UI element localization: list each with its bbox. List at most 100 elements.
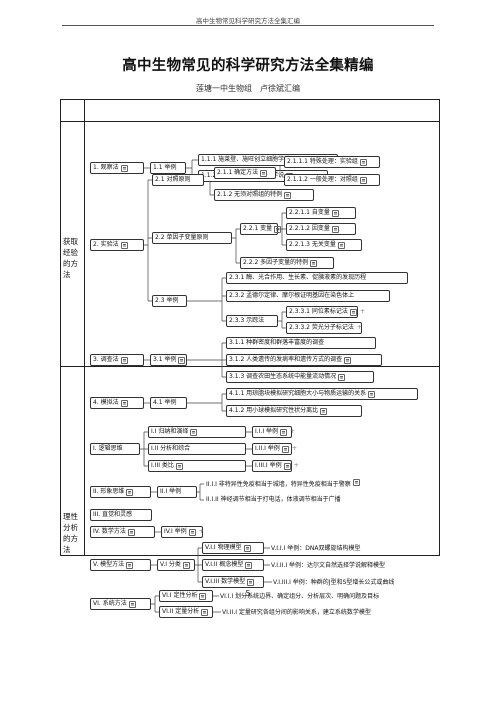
note-icon <box>349 308 357 316</box>
node-analogy[interactable]: I.III 类比 <box>148 460 246 472</box>
node-determine-method[interactable]: 2.1.1 确定方法 <box>214 167 276 179</box>
node-fluorescent-labeling[interactable]: 2.3.3.2 荧光分子标记法+ <box>286 322 362 334</box>
expand-icon[interactable]: + <box>356 324 362 331</box>
note-icon <box>283 462 291 470</box>
node-label: IV.I 举例 <box>164 528 187 535</box>
note-icon <box>128 600 136 608</box>
node-observation-method[interactable]: 1. 观察法 <box>90 162 144 174</box>
page-subtitle: 莲塘一中生物组 卢徐斌汇编 <box>196 84 300 93</box>
expand-icon[interactable]: + <box>198 528 204 535</box>
node-imagery-examples[interactable]: II.I 举例 <box>157 486 197 498</box>
note-icon <box>281 445 289 453</box>
node-variables[interactable]: 2.2.1 变量 <box>240 223 282 235</box>
node-mathematical-method[interactable]: IV. 数学方法 <box>90 526 155 538</box>
node-intuition-inspiration[interactable]: III. 直觉和灵感 <box>90 509 152 521</box>
node-system-method[interactable]: VI. 系统方法 <box>90 598 151 610</box>
node-experiment-method[interactable]: 2. 实验法 <box>90 239 144 251</box>
node-isotope-labeling[interactable]: 2.3.3.1 同位素标记法 + <box>286 306 365 318</box>
node-analogy-examples[interactable]: I.III.I 举例+ <box>252 460 299 472</box>
node-induction-deduction[interactable]: I.I 归纳和演绎 <box>148 426 246 438</box>
node-model-method[interactable]: V. 模型方法 <box>90 559 151 571</box>
node-mendel-morgan[interactable]: 2.3.2 孟德尔定律、摩尔根证明基因在染色体上 <box>226 290 390 302</box>
expand-icon[interactable]: + <box>290 428 296 435</box>
node-label: III. 直觉和灵感 <box>93 511 133 518</box>
note-icon <box>331 209 339 217</box>
node-dependent-variable[interactable]: 2.2.1.2 因变量 <box>286 223 356 235</box>
node-quantitative-analysis[interactable]: VI.II 定量分析 <box>159 606 213 618</box>
node-label: 4.1 举例 <box>153 399 177 406</box>
node-label: V.I.II.I 举例：达尔文自然选择学说解释模型 <box>271 562 386 569</box>
node-label: 4.1.2 用小球模拟研究性状分离比 <box>229 407 319 414</box>
node-regulation-analogy: II.I.II 神经调节相当于打电话，体液调节相当于广播 <box>206 495 341 504</box>
node-qualitative-analysis[interactable]: VI.I 定性分析 <box>159 590 213 602</box>
node-label: I. 逻辑思维 <box>93 445 123 452</box>
node-population-density-survey[interactable]: 3.1.1 种群密度和群落丰富度的调查 <box>226 337 376 349</box>
node-logical-thinking[interactable]: I. 逻辑思维 <box>90 443 140 455</box>
node-math-model[interactable]: V.I.III 数学模型 <box>202 576 264 588</box>
note-icon <box>127 528 135 536</box>
header-rule <box>62 25 434 26</box>
note-icon <box>120 164 128 172</box>
node-analysis-synthesis[interactable]: I.II 分析和综合 <box>148 443 246 455</box>
category-line: 的方 <box>63 534 78 543</box>
note-icon <box>182 561 190 569</box>
note-icon <box>247 578 255 586</box>
node-genetic-disease-survey[interactable]: 3.1.2 人类遗传的发病率和遗传方式的调查 <box>226 354 382 366</box>
node-physical-model[interactable]: V.I.I 物理模型 <box>202 542 264 554</box>
table-rule-middle <box>60 366 440 367</box>
expand-icon[interactable]: + <box>359 308 365 315</box>
node-agar-block-simulation[interactable]: 4.1.1 用琼脂块模拟研究细胞大小与物质运输的关系 <box>226 388 418 400</box>
note-icon <box>126 561 134 569</box>
category-line: 获取 <box>63 237 78 246</box>
node-label: VI. 系统方法 <box>93 600 127 607</box>
node-experimental-group[interactable]: 2.1.1.1 特殊处理：实验组 <box>284 156 380 168</box>
expand-icon[interactable]: + <box>293 462 299 469</box>
node-survey-examples[interactable]: 3.1 举例 <box>150 354 187 366</box>
node-no-control-exception[interactable]: 2.1.2 无须对照组的特例 <box>214 189 314 201</box>
node-energy-flow-survey[interactable]: 3.1.3 调查农田生态系统中能量流动情况 <box>226 371 374 383</box>
node-label: V.I.I 物理模型 <box>205 544 242 551</box>
node-discovery-history[interactable]: 2.3.1 酶、光合作用、生长素、促胰液素的发现历程 <box>226 272 408 284</box>
expand-icon[interactable]: + <box>291 445 297 452</box>
node-label: 2.1 对照原则 <box>155 176 191 183</box>
node-label: IV. 数学方法 <box>93 528 126 535</box>
node-survey-method[interactable]: 3. 调查法 <box>90 354 144 366</box>
node-label: 2. 实验法 <box>93 241 119 248</box>
page-number: 5 <box>245 589 251 598</box>
mindmap-table <box>60 99 440 556</box>
node-model-classification[interactable]: V.I 分类 <box>157 559 195 571</box>
node-label: I.I 归纳和演绎 <box>151 428 189 435</box>
note-icon <box>274 225 282 233</box>
node-math-examples[interactable]: IV.I 举例 + <box>161 526 204 538</box>
node-induction-examples[interactable]: I.I.I 举例+ <box>252 426 296 438</box>
node-darwin-model-example: V.I.II.I 举例：达尔文自然选择学说解释模型 <box>271 561 385 570</box>
node-immunity-analogy: II.I.I 非特异性免疫相当于城墙，特异性免疫相当于警察 <box>206 479 360 489</box>
node-label: 1.1.1 施莱登、施旺创立细胞学说 <box>201 156 291 163</box>
node-single-variable-principle[interactable]: 2.2 单因子变量原则 <box>152 232 232 244</box>
node-observation-examples[interactable]: 1.1 举例 <box>150 162 186 174</box>
node-irrelevant-variable[interactable]: 2.2.1.3 无关变量 <box>286 239 362 251</box>
node-label: V.I 分类 <box>160 561 181 568</box>
node-label: VI.II 定量分析 <box>162 608 200 615</box>
node-control-principle[interactable]: 2.1 对照原则 <box>152 174 204 186</box>
category-line: 的方 <box>63 259 78 268</box>
node-independent-variable[interactable]: 2.2.1.1 自变量 <box>286 207 356 219</box>
node-imagery-thinking[interactable]: II. 形象思维 <box>90 486 151 498</box>
node-label: 3.1.1 种群密度和群落丰富度的调查 <box>229 339 325 346</box>
node-analysis-examples[interactable]: I.II.I 举例+ <box>252 443 297 455</box>
node-simulation-method[interactable]: 4. 模拟法 <box>90 397 144 409</box>
note-icon <box>120 241 128 249</box>
node-simulation-examples[interactable]: 4.1 举例 <box>150 397 187 409</box>
table-rule-category-column <box>84 99 85 556</box>
node-label: 2.3.3.1 同位素标记法 <box>289 308 348 315</box>
node-experiment-examples[interactable]: 2.3 举例 <box>152 295 187 307</box>
note-icon <box>280 428 288 436</box>
node-multi-variable-exception[interactable]: 2.2.2 多因子变量的特例 <box>240 257 334 269</box>
node-label: 3.1.3 调查农田生态系统中能量流动情况 <box>229 373 337 380</box>
node-tracer-method[interactable]: 2.3.3 示踪法 <box>226 315 278 327</box>
note-icon <box>337 241 345 249</box>
node-ball-simulation[interactable]: 4.1.2 用小球模拟研究性状分离比 <box>226 405 362 417</box>
node-control-group[interactable]: 2.1.1.2 一般处理：对照组 <box>284 174 380 186</box>
node-concept-model[interactable]: V.I.II 概念模型 <box>202 559 264 571</box>
note-icon <box>178 356 186 364</box>
